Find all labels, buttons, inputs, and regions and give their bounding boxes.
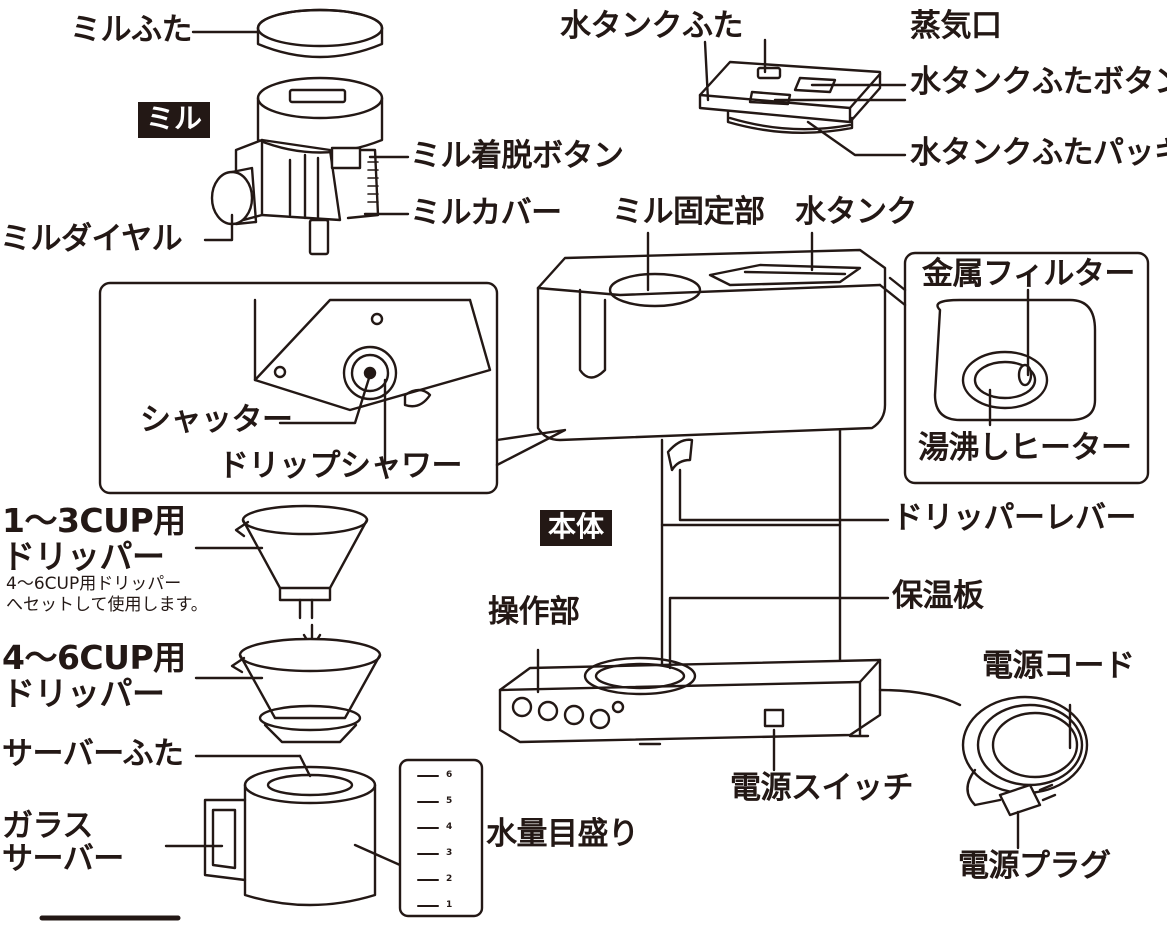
dripper-note-line2: へセットして使用します。 (6, 595, 208, 616)
warming-plate-label: 保温板 (892, 578, 984, 614)
drip-shower-label: ドリップシャワー (218, 448, 463, 484)
dripper-small-label: 1～3CUP用 ドリッパー (2, 503, 186, 574)
shower-inset-drawing (98, 281, 567, 495)
power-cord-label: 電源コード (982, 648, 1135, 684)
scale-tick-3: 3 (446, 848, 453, 858)
scale-tick-2: 2 (446, 874, 453, 884)
glass-server-label: ガラス サーバー (2, 808, 124, 878)
scale-tick-6: 6 (446, 770, 453, 780)
server-lid-label: サーバーふた (2, 736, 184, 772)
filter-inset-drawing (878, 251, 1150, 485)
control-panel-label: 操作部 (488, 594, 580, 630)
scale-tick-1: 1 (446, 900, 453, 910)
mill-cover-label: ミルカバー (410, 195, 562, 231)
scale-tick-4: 4 (446, 822, 453, 832)
dripper-lever-label: ドリッパーレバー (892, 500, 1137, 536)
glass-server-line2: サーバー (2, 841, 124, 878)
water-tank-label: 水タンク (795, 194, 918, 230)
dripper-small-drawing (234, 504, 369, 650)
water-tank-lid-packing-label: 水タンクふたパッキン (910, 135, 1167, 171)
dripper-large-line2: ドリッパー (2, 673, 165, 713)
boiling-heater-label: 湯沸しヒーター (918, 430, 1132, 466)
dripper-large-line1: 4～6CUP用 (2, 638, 186, 677)
glass-server-drawing (203, 765, 402, 907)
scale-tick-5: 5 (446, 796, 453, 806)
mill-release-button-label: ミル着脱ボタン (410, 138, 624, 174)
dripper-note-line1: 4～6CUP用ドリッパー (6, 574, 182, 594)
water-tank-lid-button-label: 水タンクふたボタン (910, 64, 1167, 100)
dripper-small-line1: 1～3CUP用 (2, 501, 186, 540)
main-body-drawing (498, 248, 887, 746)
body-badge: 本体 (540, 510, 613, 546)
dripper-large-drawing (230, 637, 382, 744)
dripper-small-line2: ドリッパー (2, 536, 165, 576)
dripper-large-label: 4～6CUP用 ドリッパー (2, 640, 186, 711)
mill-fixing-part-label: ミル固定部 (612, 194, 765, 230)
mill-dial-label: ミルダイヤル (0, 221, 183, 257)
shutter-label: シャッター (140, 402, 293, 438)
glass-server-line1: ガラス (2, 808, 93, 844)
power-cord-drawing (878, 688, 1089, 817)
mill-badge: ミル (138, 102, 211, 138)
dripper-note: 4～6CUP用ドリッパー へセットして使用します。 (6, 574, 208, 617)
water-tank-lid-drawing (698, 60, 882, 134)
mill-lid-label: ミルふた (70, 12, 193, 48)
water-level-marks-label: 水量目盛り (486, 816, 639, 852)
steam-vent-label: 蒸気口 (910, 8, 1002, 44)
mill-drawing (210, 76, 384, 256)
water-tank-lid-label: 水タンクふた (560, 8, 744, 44)
power-plug-label: 電源プラグ (958, 848, 1111, 884)
mill-lid-drawing (256, 8, 384, 59)
metal-filter-label: 金属フィルター (922, 256, 1135, 292)
power-switch-label: 電源スイッチ (730, 770, 914, 806)
